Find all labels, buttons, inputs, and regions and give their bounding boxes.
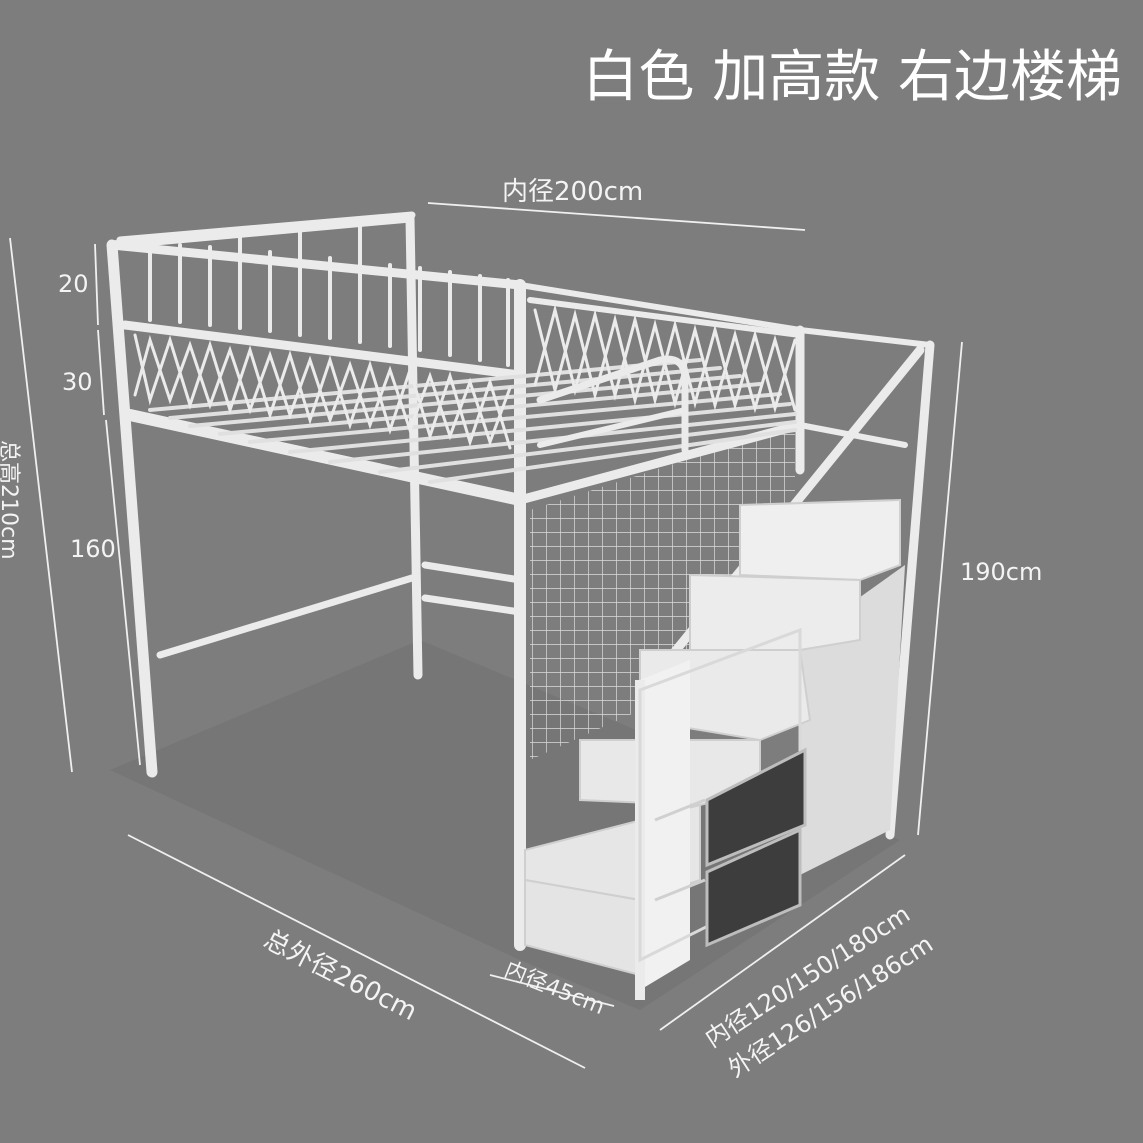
bed-frame [106, 211, 935, 951]
dimension-lines [9, 202, 963, 1069]
drawer-lower [705, 827, 802, 948]
guard-height-label: 30 [62, 368, 93, 396]
stair-height-label: 190cm [960, 558, 1042, 586]
staircase-cabinet [524, 498, 905, 1000]
mesh-panel [530, 425, 795, 760]
title-text: 白色 加高款 右边楼梯 [582, 45, 1122, 110]
floor-shadow [110, 640, 900, 1010]
total-height-label: 总高210cm [0, 440, 21, 560]
rail-height-label: 20 [58, 270, 89, 298]
total-outer-length-label: 总外径260cm [259, 925, 422, 1028]
clearance-label: 160 [70, 535, 116, 563]
drawer-upper [705, 747, 807, 868]
inner-length-label: 内径200cm [502, 177, 643, 207]
